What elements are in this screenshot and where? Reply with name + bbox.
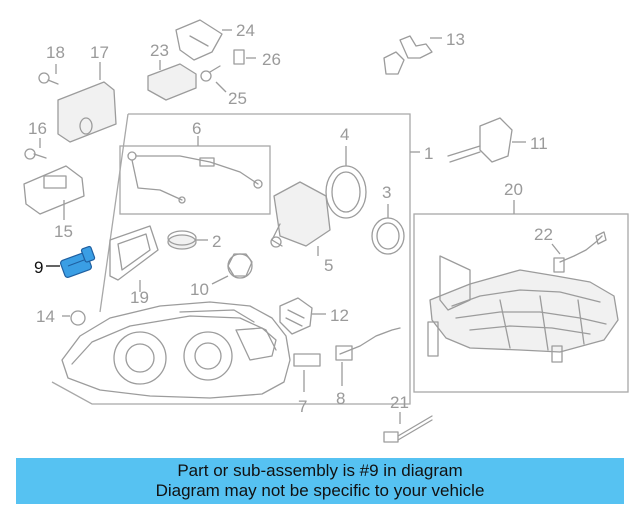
callout-8: 8 — [336, 389, 345, 408]
part-3 — [371, 204, 405, 255]
callout-21: 21 — [390, 393, 409, 412]
callout-17: 17 — [90, 43, 109, 62]
callout-2: 2 — [212, 232, 221, 251]
part-19 — [109, 225, 159, 292]
part-10 — [227, 253, 253, 279]
callout-6: 6 — [192, 119, 201, 138]
callout-5: 5 — [324, 256, 333, 275]
callout-14: 14 — [36, 307, 55, 326]
part-23 — [147, 60, 197, 101]
callout-10: 10 — [190, 280, 209, 299]
headlamp-group-box — [51, 113, 420, 405]
callout-19: 19 — [130, 288, 149, 307]
part-7 — [293, 353, 321, 392]
part-15 — [23, 165, 85, 220]
leader-22 — [551, 243, 561, 255]
part-9-highlighted[interactable] — [46, 245, 96, 279]
banner-line-2: Diagram may not be specific to your vehi… — [155, 481, 485, 500]
sub-box-20 — [413, 200, 629, 393]
callout-24: 24 — [236, 21, 255, 40]
callout-22: 22 — [534, 225, 553, 244]
part-26 — [233, 49, 256, 65]
callout-11: 11 — [530, 134, 548, 153]
parts-diagram: 1 2 3 4 5 6 7 8 9 10 11 12 13 14 15 16 1… — [23, 19, 629, 443]
part-21 — [383, 412, 433, 443]
part-8 — [335, 327, 401, 386]
info-banner: Part or sub-assembly is #9 in diagram Di… — [16, 458, 624, 504]
callout-16: 16 — [28, 119, 47, 138]
callout-4: 4 — [340, 125, 349, 144]
leader-10 — [211, 275, 229, 285]
callout-1: 1 — [424, 144, 433, 163]
part-13 — [383, 35, 442, 75]
callout-12: 12 — [330, 306, 349, 325]
part-16 — [24, 138, 47, 160]
sub-box-6 — [119, 136, 271, 215]
callout-9[interactable]: 9 — [34, 258, 43, 277]
callout-20: 20 — [504, 180, 523, 199]
part-4 — [325, 146, 367, 219]
part-18 — [38, 64, 59, 85]
banner-line-1: Part or sub-assembly is #9 in diagram — [177, 461, 463, 480]
callout-7: 7 — [298, 397, 307, 416]
part-14 — [62, 310, 86, 326]
part-25 — [200, 65, 227, 93]
callout-23: 23 — [150, 41, 169, 60]
headlamp-housing — [61, 301, 291, 399]
part-11 — [447, 117, 526, 163]
callout-15: 15 — [54, 222, 73, 241]
part-2 — [167, 230, 197, 250]
callout-18: 18 — [46, 43, 65, 62]
callout-3: 3 — [382, 183, 391, 202]
callout-13: 13 — [446, 30, 465, 49]
part-12 — [279, 297, 313, 335]
part-24 — [175, 19, 232, 61]
part-17 — [57, 62, 117, 143]
part-5 — [270, 181, 331, 256]
callout-25: 25 — [228, 89, 247, 108]
callout-26: 26 — [262, 50, 281, 69]
